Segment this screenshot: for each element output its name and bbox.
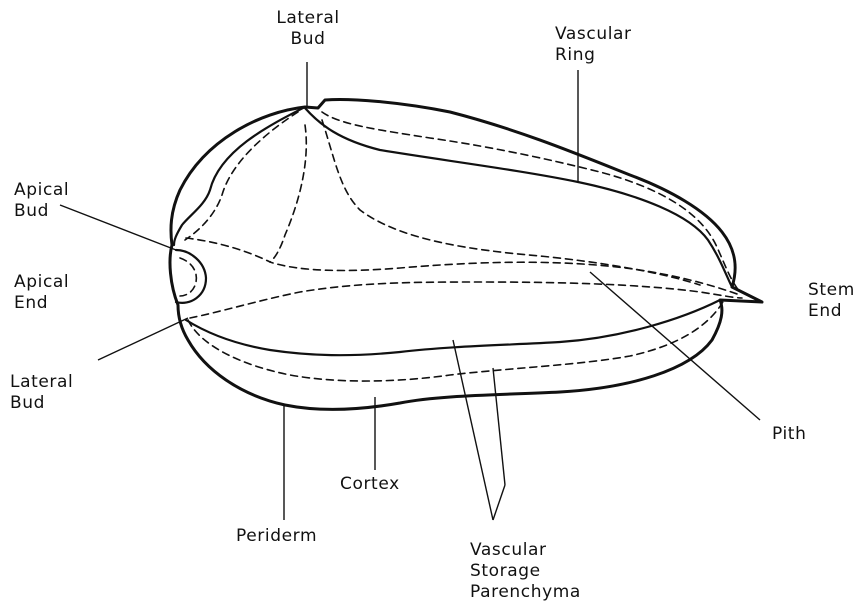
label-pith: Pith [772, 424, 806, 445]
label-apical-end: Apical End [14, 272, 69, 314]
cortex-inner-lower [186, 300, 720, 355]
leader-lateral-bud-bottom [98, 318, 188, 360]
vascular-ring-upper-right-dash [322, 112, 740, 292]
pith-center-dash [270, 125, 306, 262]
label-periderm: Periderm [236, 526, 317, 547]
tuber-outer-outline [170, 100, 762, 410]
label-stem-end: Stem End [808, 280, 855, 322]
label-lateral-bud-top: Lateral Bud [268, 8, 348, 50]
leader-apical-bud [60, 205, 176, 250]
pith-center-dash-2 [322, 120, 700, 285]
label-vascular-ring: Vascular Ring [555, 24, 632, 66]
leader-vsp-right [493, 368, 505, 485]
apical-bud-inner-dash [180, 258, 196, 296]
vascular-ring-upper-dash [185, 112, 298, 240]
leader-vsp-join [493, 485, 505, 520]
vascular-ring-lower-dash [188, 300, 724, 381]
leader-pith [590, 272, 760, 420]
cortex-inner-upper-right [305, 108, 732, 287]
label-vascular-storage-parenchyma: Vascular Storage Parenchyma [470, 540, 581, 603]
label-apical-bud: Apical Bud [14, 180, 69, 222]
label-lateral-bud-bottom: Lateral Bud [10, 372, 73, 414]
leader-vsp-left [453, 340, 493, 520]
label-cortex: Cortex [340, 474, 400, 495]
pith-lower-dash [190, 282, 742, 318]
